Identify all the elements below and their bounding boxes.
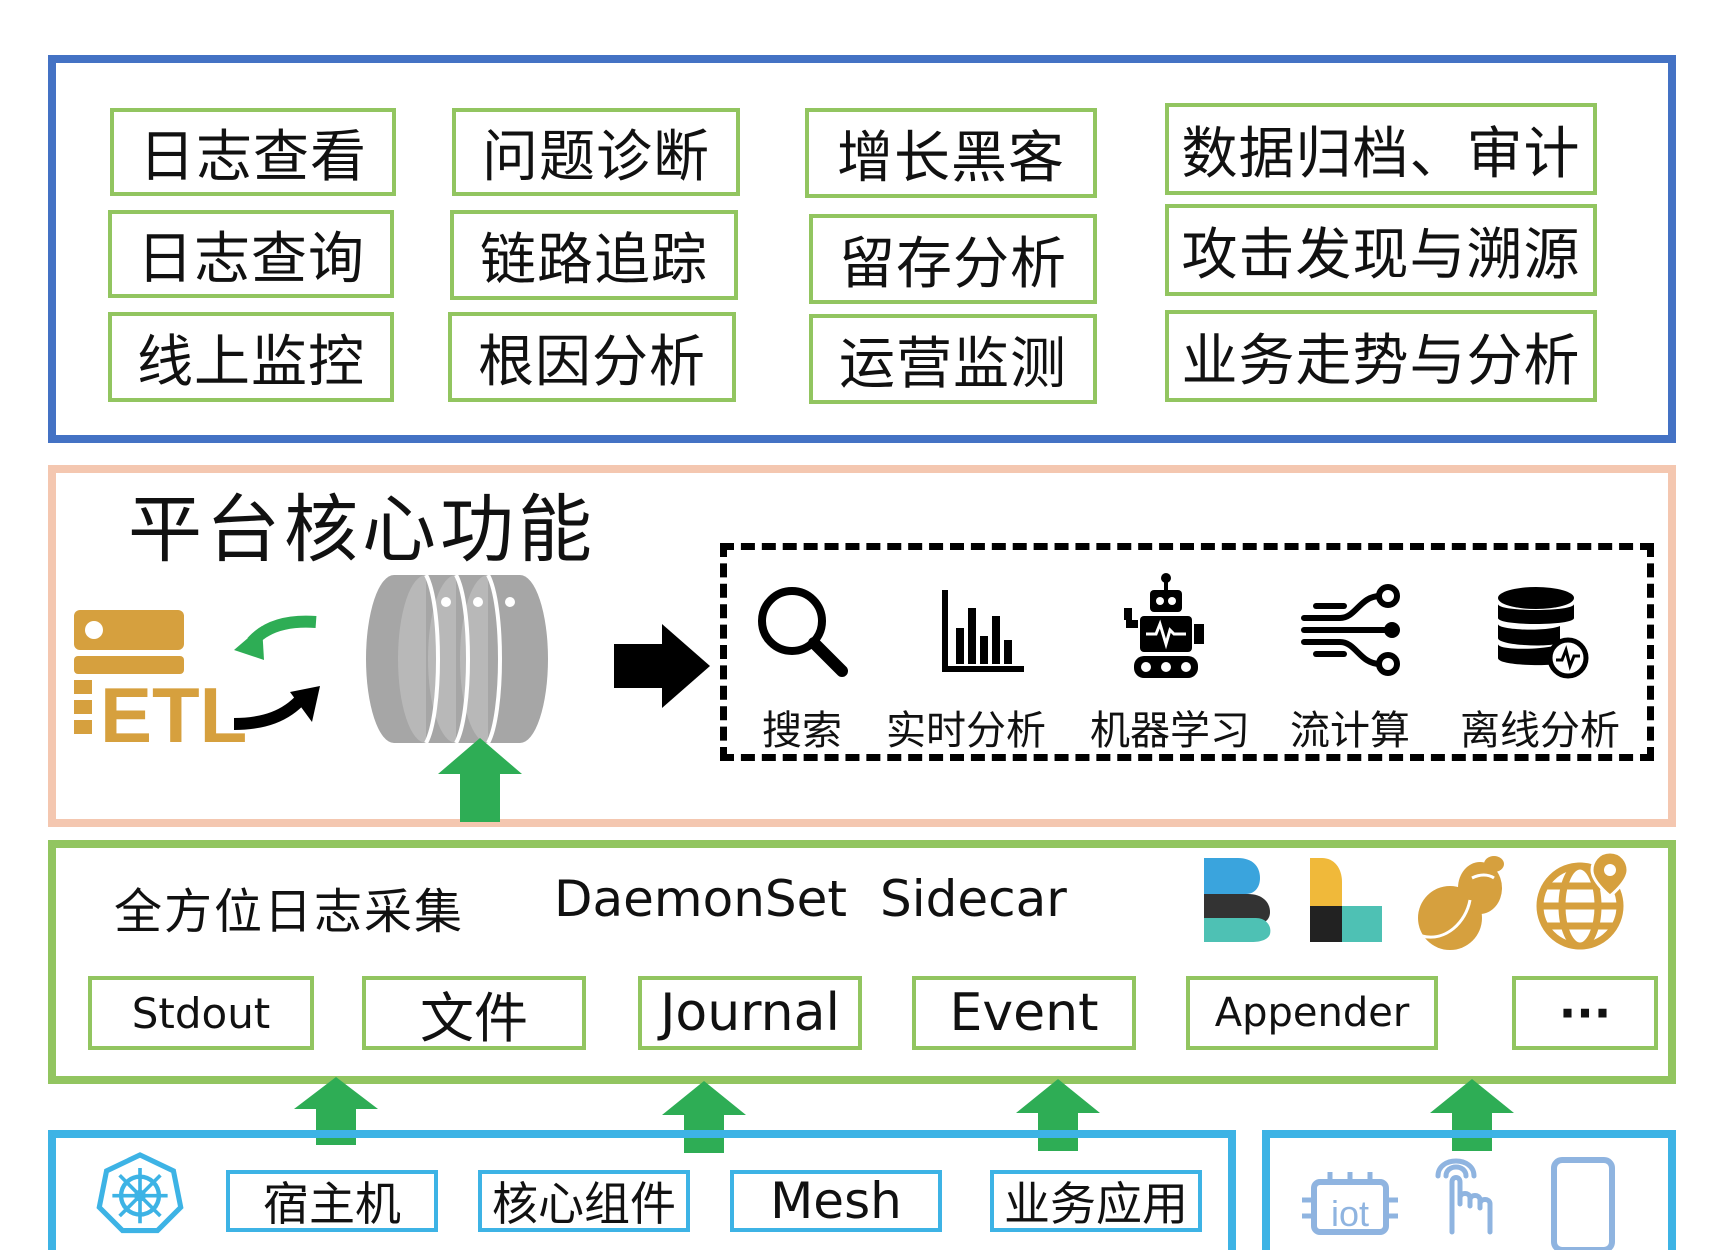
- source-more: ···: [1512, 976, 1658, 1050]
- globe-icon: [1536, 850, 1630, 950]
- scenario-business-trend: 业务走势与分析: [1165, 310, 1597, 402]
- iot-label: iot: [1331, 1193, 1369, 1234]
- analysis-tools-box: [720, 543, 1654, 761]
- beats-logo-icon: [1204, 858, 1271, 942]
- logtail-logo-icon: [1418, 856, 1504, 950]
- platform-title: 平台核心功能: [128, 487, 596, 573]
- up-arrow-icon: [1430, 1079, 1514, 1151]
- application-scenarios-panel: [48, 55, 1676, 443]
- source-appender: Appender: [1186, 976, 1438, 1050]
- scenario-root-cause: 根因分析: [448, 312, 736, 402]
- source-stdout: Stdout: [88, 976, 314, 1050]
- scenario-retention: 留存分析: [809, 214, 1097, 304]
- robot-icon: [1124, 573, 1204, 678]
- scenario-archive-audit: 数据归档、审计: [1165, 103, 1597, 195]
- platform-core-panel: [48, 465, 1676, 827]
- cycle-arrows-icon: [233, 615, 320, 730]
- collection-title: 全方位日志采集: [114, 884, 465, 940]
- stream-icon: [1301, 584, 1400, 676]
- kubernetes-icon: [96, 1152, 184, 1234]
- k8s-source-panel: [48, 1130, 1236, 1250]
- database-icon: [1498, 587, 1589, 679]
- search-icon: [758, 587, 848, 677]
- tool-ml-label: 机器学习: [1090, 708, 1250, 754]
- source-core-components: 核心组件: [478, 1170, 690, 1232]
- scenario-problem-diagnosis: 问题诊断: [452, 108, 740, 196]
- source-business-app: 业务应用: [990, 1170, 1202, 1232]
- etl-label: ETL: [100, 671, 247, 759]
- sidecar-label: Sidecar: [880, 870, 1067, 928]
- source-journal: Journal: [638, 976, 862, 1050]
- up-arrow-icon: [294, 1077, 378, 1145]
- log-collection-panel: [48, 840, 1676, 1084]
- phone-icon: [1551, 1157, 1615, 1250]
- iot-chip-icon: iot: [1302, 1172, 1398, 1235]
- tool-stream-label: 流计算: [1290, 708, 1410, 754]
- source-mesh: Mesh: [730, 1170, 942, 1232]
- tool-offline-label: 离线分析: [1460, 708, 1620, 754]
- up-arrow-icon: [438, 738, 522, 822]
- scenario-trace: 链路追踪: [450, 210, 738, 300]
- scenario-attack-trace: 攻击发现与溯源: [1165, 204, 1597, 296]
- scenario-log-view: 日志查看: [110, 108, 396, 196]
- device-source-panel: [1262, 1130, 1676, 1250]
- tool-search-label: 搜索: [762, 708, 842, 754]
- source-event: Event: [912, 976, 1136, 1050]
- tool-realtime-label: 实时分析: [886, 708, 1046, 754]
- scenario-log-query: 日志查询: [108, 210, 394, 298]
- scenario-operations: 运营监测: [809, 314, 1097, 404]
- etl-icon: ETL: [74, 610, 247, 759]
- right-arrow-icon: [614, 624, 710, 708]
- touch-icon: [1435, 1158, 1493, 1235]
- source-host: 宿主机: [226, 1170, 438, 1232]
- daemonset-label: DaemonSet: [554, 870, 847, 928]
- up-arrow-icon: [1016, 1079, 1100, 1151]
- scenario-online-monitor: 线上监控: [108, 312, 394, 402]
- up-arrow-icon: [662, 1081, 746, 1153]
- source-file: 文件: [362, 976, 586, 1050]
- scenario-growth-hacker: 增长黑客: [805, 108, 1097, 198]
- bar-chart-icon: [942, 590, 1024, 672]
- storage-cluster-icon: [366, 574, 548, 744]
- logstash-logo-icon: [1310, 858, 1382, 942]
